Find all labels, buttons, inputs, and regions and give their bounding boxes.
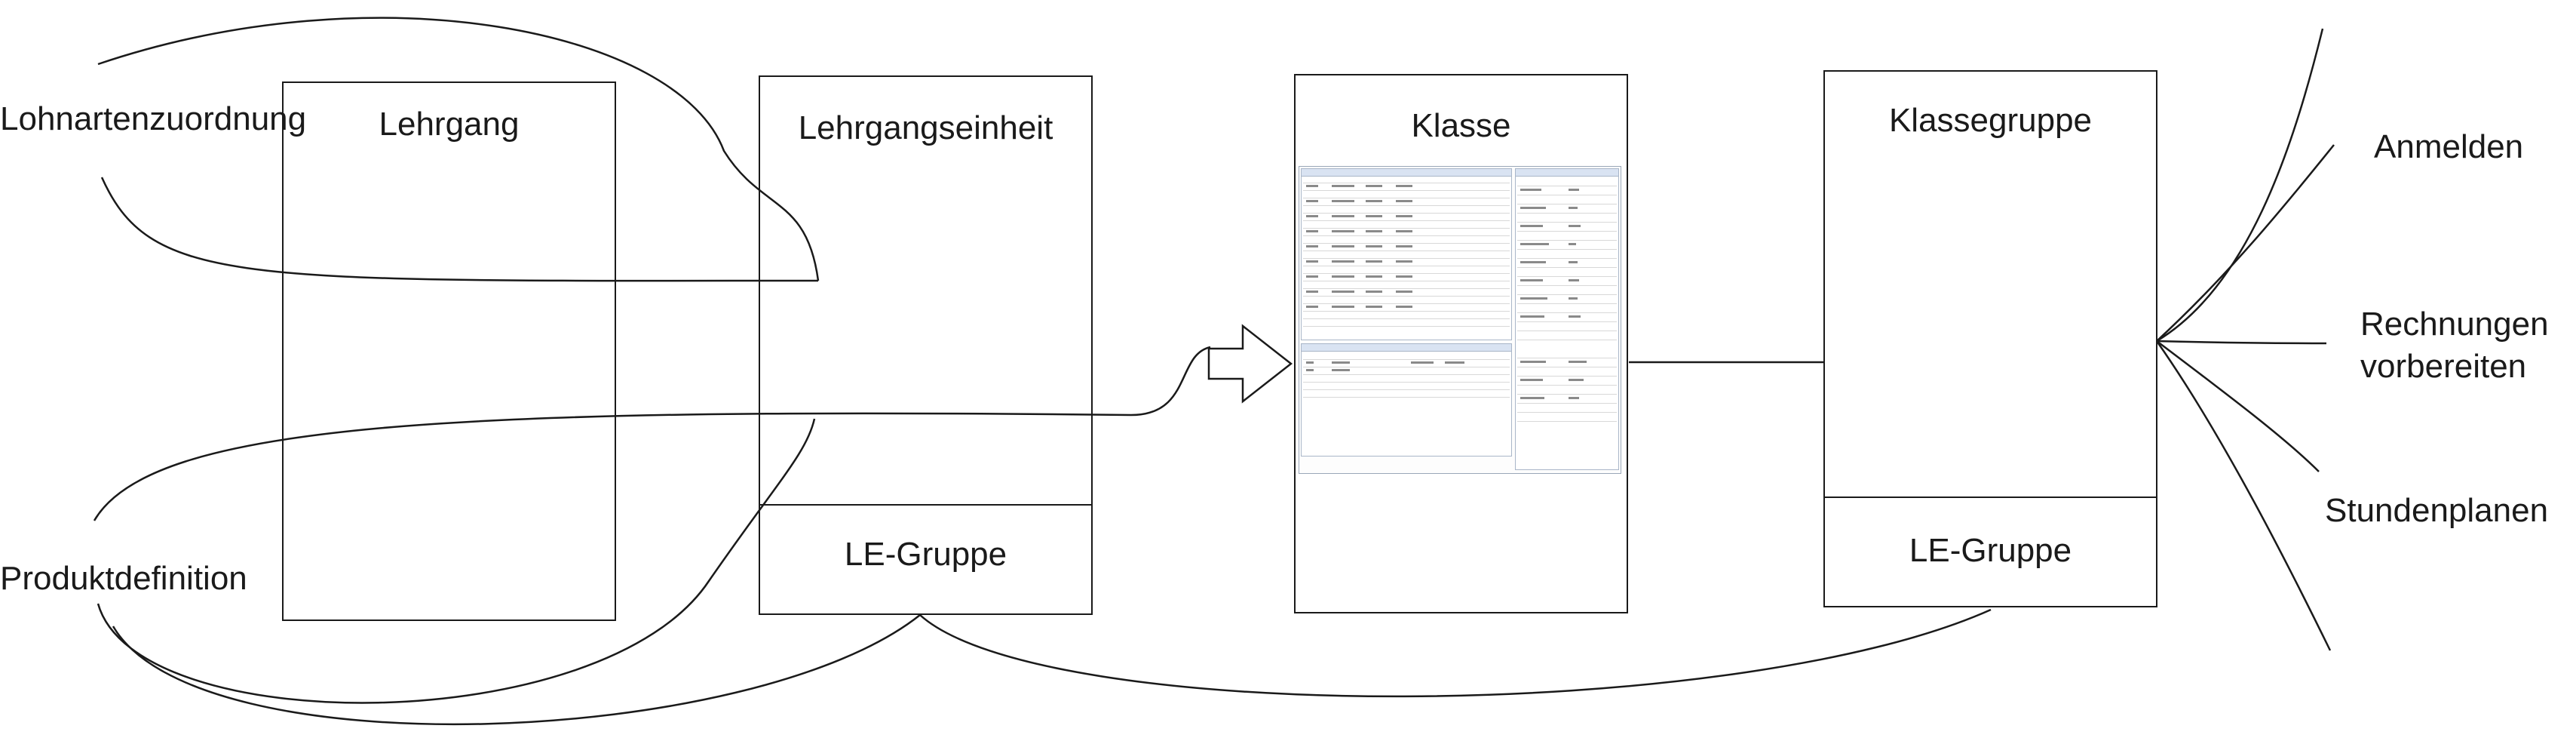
label-lohnartenzuordnung: Lohnartenzuordnung [0, 100, 307, 137]
fan-stundenplanen [2156, 340, 2320, 472]
box-lehrgang [282, 81, 616, 621]
fan-anmelden [2156, 28, 2324, 343]
label-klassegruppe: Klassegruppe [1888, 102, 2093, 139]
fan-rechnungen [2156, 340, 2327, 345]
label-le-gruppe-2: LE-Gruppe [1909, 532, 2072, 569]
label-klasse: Klasse [1411, 107, 1511, 144]
fan-anmelden-2 [2156, 144, 2335, 342]
screenshot-grid-pane [1301, 168, 1512, 340]
curve-lohnarten-top [97, 17, 820, 281]
divider-le-gruppe-1 [759, 504, 1093, 615]
arrow-to-klasse [1207, 324, 1293, 404]
curve-produkt-loop-1 [97, 418, 816, 704]
fan-bottom [2155, 340, 2332, 651]
label-rechnungen: Rechnungen [2360, 306, 2549, 343]
label-lehrgang: Lehrgang [379, 106, 520, 143]
divider-le-gruppe-2 [1823, 497, 2157, 607]
label-lehrgangseinheit: Lehrgangseinheit [798, 109, 1053, 146]
label-anmelden: Anmelden [2374, 128, 2524, 165]
curve-legruppe-klassegruppe [919, 608, 1992, 698]
label-stundenplanen: Stundenplanen [2325, 492, 2549, 529]
klasse-screenshot-image [1299, 166, 1621, 474]
screenshot-lower-pane [1301, 343, 1512, 457]
box-klasse [1294, 74, 1628, 613]
label-vorbereiten: vorbereiten [2360, 348, 2527, 385]
curve-produkt-to-arrow [93, 346, 1211, 521]
label-produktdefinition: Produktdefinition [0, 560, 247, 597]
screenshot-properties-pane [1515, 168, 1619, 470]
label-le-gruppe-1: LE-Gruppe [844, 536, 1007, 573]
curve-produkt-loop-2 [112, 614, 921, 726]
curve-lohnarten-bottom [100, 177, 819, 282]
